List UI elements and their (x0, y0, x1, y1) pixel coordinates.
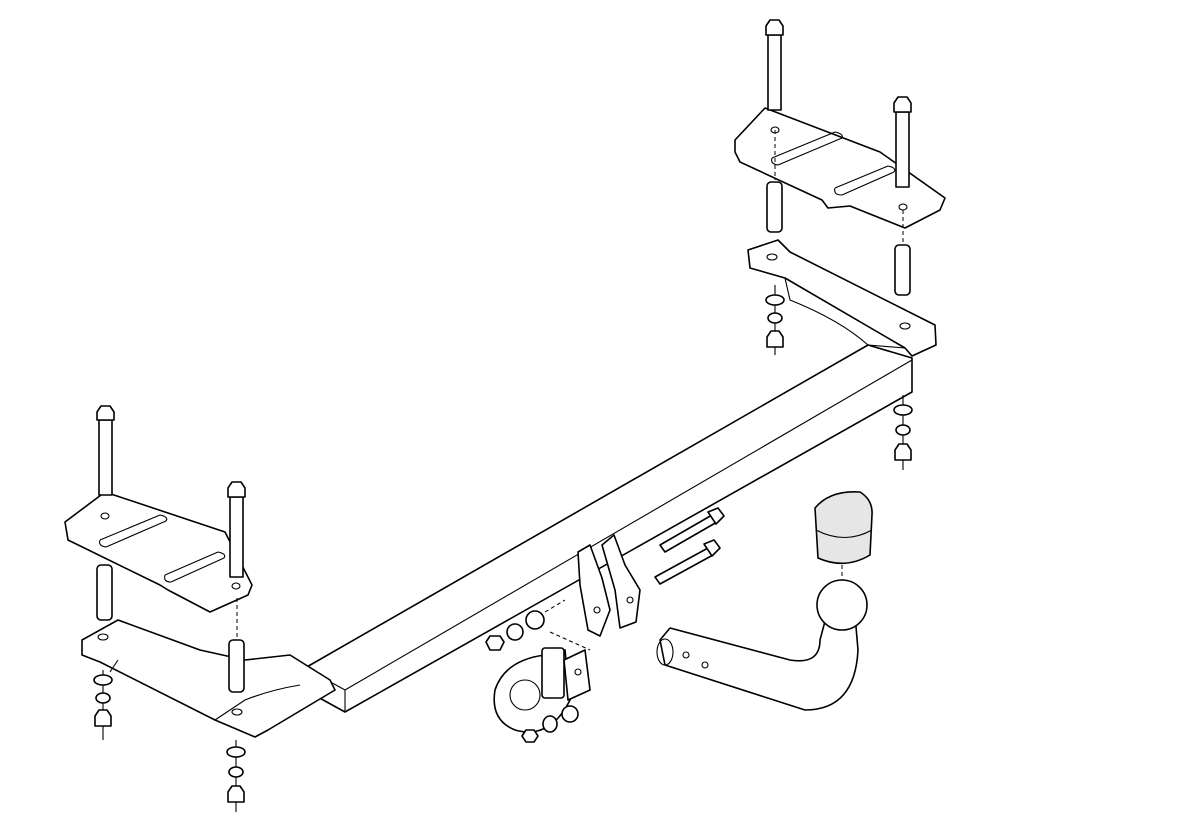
spacer-tube (96, 564, 113, 621)
spacer-tube (894, 244, 911, 296)
washer-nut-stack (765, 285, 785, 355)
right-side-bracket (747, 239, 937, 357)
washer-nut-stack (893, 395, 913, 470)
washer-nut-stack (226, 740, 246, 812)
right-mounting-plate (734, 107, 946, 229)
bolt (227, 481, 246, 578)
bracket-bolts (654, 507, 725, 585)
ball-cap (814, 491, 873, 565)
spacer-tube (228, 639, 245, 693)
spacer-tube (766, 181, 783, 233)
front-nuts (485, 599, 591, 651)
left-side-bracket (81, 619, 336, 738)
bolt (96, 405, 115, 496)
tow-ball (816, 579, 868, 631)
center-receiver-bracket (577, 534, 641, 637)
left-mounting-plate (64, 491, 253, 613)
washer-nut-stack (93, 670, 113, 740)
electrical-socket-plate (493, 647, 591, 743)
bolt (765, 19, 784, 111)
bolt (893, 96, 912, 188)
tow-ball-neck (656, 491, 873, 711)
